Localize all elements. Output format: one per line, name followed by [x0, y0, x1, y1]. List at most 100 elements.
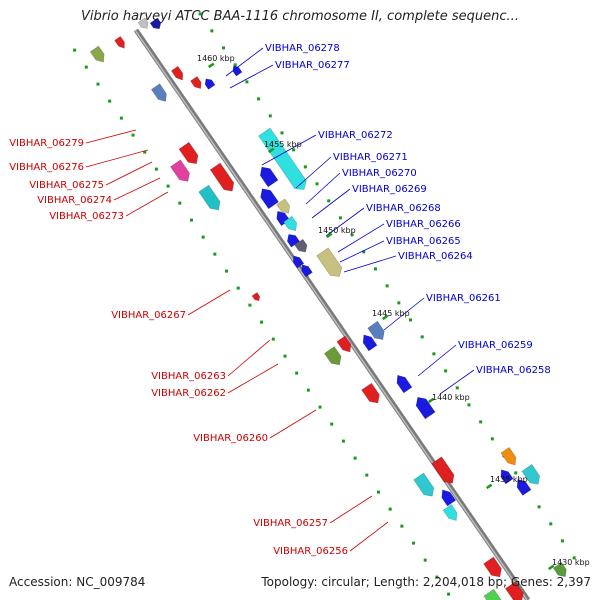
gene-arrow: [500, 469, 514, 485]
tick-dot: [435, 575, 439, 579]
gene-arrow: [483, 588, 502, 600]
leader-line: [417, 344, 457, 377]
gene-label-forward[interactable]: VIBHAR_06270: [342, 168, 417, 179]
leader-line: [343, 255, 397, 273]
tick-dot: [222, 46, 226, 50]
leader-line: [349, 521, 389, 552]
leader-line: [105, 161, 153, 186]
gene-arrow: [260, 188, 279, 210]
leader-line: [311, 188, 351, 219]
tick-dot: [189, 218, 193, 222]
gene-label-forward[interactable]: VIBHAR_06261: [426, 293, 501, 304]
gene-label-forward[interactable]: VIBHAR_06266: [386, 219, 461, 230]
leader-line: [261, 134, 317, 166]
label-leaders: [85, 47, 475, 552]
backbone: [133, 28, 531, 600]
gene-arrow: [415, 396, 436, 420]
gene-arrow: [232, 65, 243, 77]
tick-dot: [572, 556, 576, 560]
kbp-tick-label: 1435 kbp: [490, 475, 528, 484]
tick-dot: [213, 252, 217, 256]
gene-label-forward[interactable]: VIBHAR_06259: [458, 340, 533, 351]
gene-arrow: [209, 162, 235, 192]
gene-label-forward[interactable]: VIBHAR_06268: [366, 203, 441, 214]
leader-line: [329, 495, 373, 524]
leader-line: [125, 191, 169, 217]
gene-label-reverse[interactable]: VIBHAR_06263: [151, 371, 226, 382]
gene-label-reverse[interactable]: VIBHAR_06273: [49, 211, 124, 222]
leader-line: [305, 172, 341, 205]
gene-arrow: [441, 489, 457, 507]
gene-label-forward[interactable]: VIBHAR_06265: [386, 236, 461, 247]
tick-dot: [119, 116, 123, 120]
tick-dot: [143, 150, 147, 154]
gene-arrow: [516, 479, 532, 496]
leader-line: [229, 64, 274, 89]
gene-label-forward[interactable]: VIBHAR_06277: [275, 60, 350, 71]
leader-line: [85, 149, 149, 168]
tick-dot: [283, 354, 287, 358]
tick-dot: [271, 337, 275, 341]
gene-label-reverse[interactable]: VIBHAR_06260: [193, 433, 268, 444]
gene-label-reverse[interactable]: VIBHAR_06262: [151, 388, 226, 399]
kbp-tick-mark: [486, 483, 493, 490]
tick-dot: [350, 233, 354, 237]
gene-label-forward[interactable]: VIBHAR_06278: [265, 43, 340, 54]
tick-dot: [225, 269, 229, 273]
gene-arrow: [190, 76, 202, 89]
accession-text: Accession: NC_009784: [9, 575, 146, 589]
gene-arrow: [323, 346, 342, 366]
gene-arrow: [149, 17, 162, 30]
tick-dot: [280, 131, 284, 135]
gene-arrow: [204, 78, 216, 90]
tick-dots: [73, 12, 576, 596]
tick-dot: [362, 250, 366, 254]
gene-label-forward[interactable]: VIBHAR_06258: [476, 365, 551, 376]
tick-dot: [330, 422, 334, 426]
tick-dot: [444, 369, 448, 373]
kbp-tick-label: 1455 kbp: [264, 140, 302, 149]
leader-line: [439, 369, 475, 395]
kbp-tick-label: 1460 kbp: [197, 54, 235, 63]
tick-dot: [210, 29, 214, 33]
tick-dot: [376, 490, 380, 494]
gene-labels: VIBHAR_06278VIBHAR_06277VIBHAR_06272VIBH…: [9, 43, 551, 557]
gene-label-reverse[interactable]: VIBHAR_06276: [9, 162, 84, 173]
tick-dot: [318, 405, 322, 409]
gene-label-forward[interactable]: VIBHAR_06269: [352, 184, 427, 195]
gene-label-reverse[interactable]: VIBHAR_06256: [273, 546, 348, 557]
tick-dot: [84, 65, 88, 69]
leader-line: [227, 363, 279, 394]
kbp-tick-mark: [382, 314, 389, 321]
tick-dot: [423, 558, 427, 562]
gene-arrow: [521, 463, 541, 485]
tick-dot: [245, 80, 249, 84]
gene-arrow: [336, 335, 352, 353]
leader-line: [295, 156, 332, 189]
gene-label-reverse[interactable]: VIBHAR_06274: [37, 195, 112, 206]
tick-dot: [166, 184, 170, 188]
gene-arrow: [362, 334, 378, 352]
kbp-tick-mark: [268, 147, 275, 154]
gene-label-reverse[interactable]: VIBHAR_06275: [29, 180, 104, 191]
gene-arrow: [137, 17, 149, 29]
tick-dot: [260, 320, 264, 324]
gene-label-forward[interactable]: VIBHAR_06264: [398, 251, 473, 262]
tick-dot: [315, 182, 319, 186]
kbp-tick-mark: [548, 564, 555, 571]
tick-dot: [236, 286, 240, 290]
tick-dot: [178, 201, 182, 205]
gene-label-forward[interactable]: VIBHAR_06272: [318, 130, 393, 141]
gene-label-reverse[interactable]: VIBHAR_06279: [9, 138, 84, 149]
gene-arrow: [442, 504, 458, 521]
tick-dot: [490, 437, 494, 441]
gene-arrow: [283, 215, 298, 231]
gene-arrow: [276, 198, 291, 214]
gene-label-forward[interactable]: VIBHAR_06271: [333, 152, 408, 163]
tick-dot: [248, 303, 252, 307]
gene-arrow: [504, 581, 524, 600]
gene-arrow: [483, 556, 502, 578]
gene-label-reverse[interactable]: VIBHAR_06257: [253, 518, 328, 529]
gene-arrow: [150, 83, 167, 102]
gene-label-reverse[interactable]: VIBHAR_06267: [111, 310, 186, 321]
